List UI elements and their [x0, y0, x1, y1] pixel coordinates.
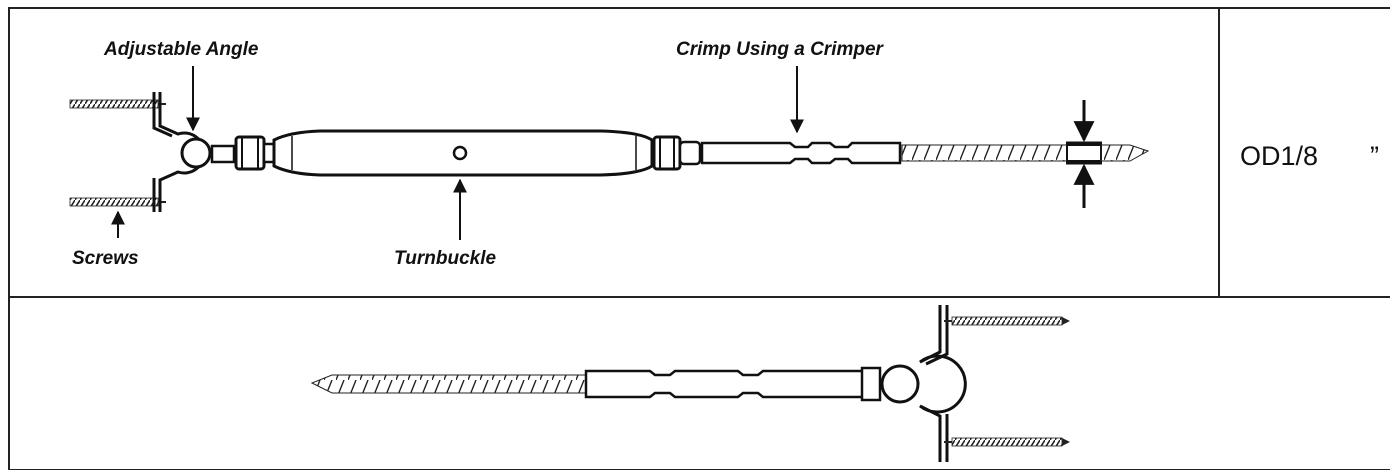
cable-diameter-value: OD1/8 — [1240, 141, 1318, 171]
end-pivot-eye — [880, 364, 920, 404]
diameter-dimension-arrows — [1066, 100, 1102, 208]
crimp-sleeve — [700, 141, 902, 165]
turnbuckle-body — [272, 129, 654, 177]
turnbuckle-assembly-drawing: Adjustable Angle Crimp Using a Crimper S… — [69, 39, 1150, 269]
label-adjustable-angle: Adjustable Angle — [103, 39, 259, 60]
left-hex-nut — [234, 135, 276, 171]
label-crimp-using-crimper: Crimp Using a Crimper — [676, 39, 885, 60]
end-fitting-drawing — [310, 305, 1070, 462]
cable-right — [901, 144, 1150, 162]
turnbuckle-hole — [452, 145, 468, 161]
screw-lower-right — [944, 437, 1070, 447]
pivot-eye — [180, 137, 212, 169]
screw-lower-left — [69, 197, 166, 207]
right-hex-nut — [652, 135, 702, 171]
size-cell: OD1/8 ” — [1240, 141, 1379, 171]
label-screws: Screws — [72, 248, 139, 269]
end-fitting-sleeve — [584, 369, 866, 399]
screw-upper-left — [69, 99, 166, 109]
inch-mark: ” — [1370, 141, 1379, 171]
screw-upper-right — [944, 316, 1070, 326]
label-turnbuckle: Turnbuckle — [394, 248, 496, 269]
table-frame — [8, 7, 1390, 470]
cable-left — [310, 374, 589, 394]
